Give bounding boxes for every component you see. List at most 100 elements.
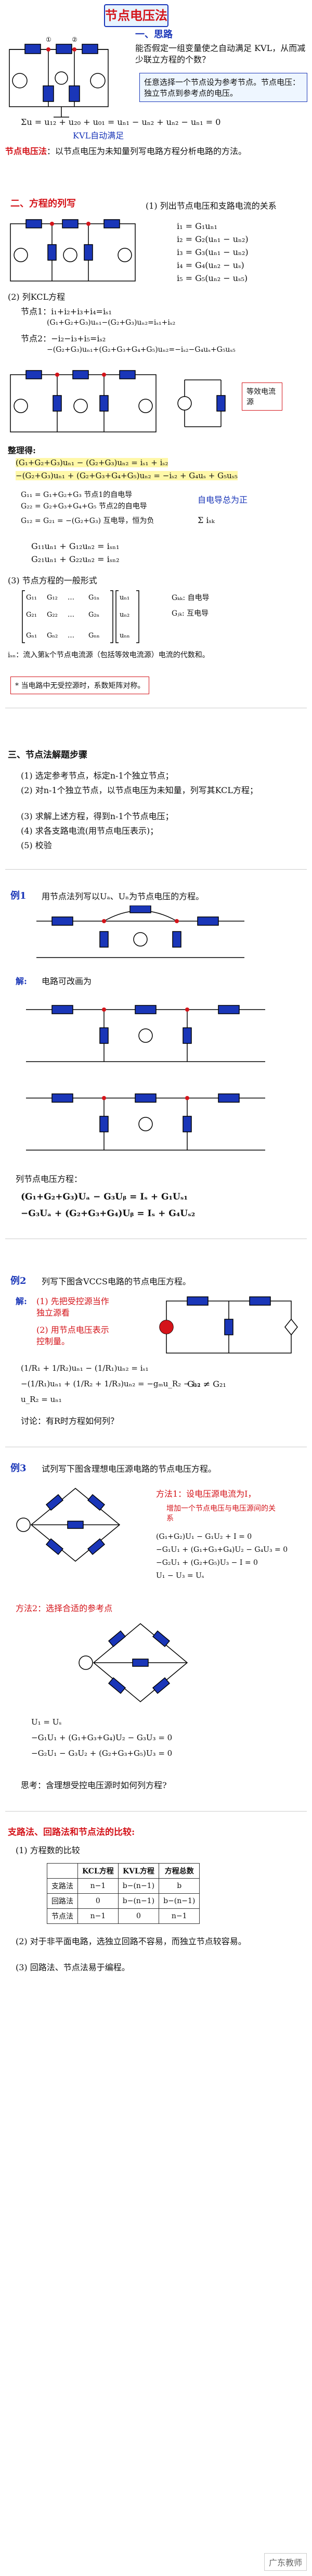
ex1-sol-label: 解: (16, 976, 27, 986)
n1-label: 节点1： (21, 307, 51, 316)
circuit-diagram-3 (10, 370, 157, 432)
table-row: 回路法 0 b−(n−1) b−(n−1) (47, 1893, 200, 1909)
svg-text:uₙ₂: uₙ₂ (120, 611, 129, 619)
gjk-desc: Gⱼₖ: 互电导 (172, 609, 209, 618)
ex2-eq-a: (1/R₁ + 1/R₂)uₙ₁ − (1/R₁)uₙ₂ = iₛ₁ (21, 1363, 149, 1373)
sec2-step2: (2) 列KCL方程 (8, 292, 66, 302)
ex3-circuit-a (16, 1488, 121, 1562)
ex2-eq-c: u_R₂ = uₙ₁ (21, 1395, 62, 1404)
table-cell: b−(n−1) (118, 1893, 160, 1909)
ex2-eq-b: −(1/R₁)uₙ₁ + (1/R₂ + 1/R₃)uₙ₂ = −gₘu_R₂ … (21, 1379, 201, 1388)
n2-eq: −i₂−i₃+i₅=iₛ₂ (51, 334, 106, 343)
sec3-step-1: (1) 选定参考节点，标定n-1个独立节点； (21, 771, 174, 781)
table-cell: n−1 (77, 1878, 119, 1894)
svg-text:…: … (68, 594, 74, 602)
ex3-m1-eq-4: U₁ − U₃ = Uₛ (156, 1572, 204, 1580)
sec3-step-2: (2) 对n-1个独立节点，以节点电压为未知量，列写其KCL方程； (21, 785, 258, 795)
cmp-sub-1: (1) 方程数的比较 (16, 1845, 80, 1855)
rel-1: i₁ = G₁uₙ₁ (177, 221, 217, 231)
rel-5: i₅ = G₅(uₙ₂ − uₛ₅) (177, 273, 248, 283)
table-row: 支路法 n−1 b−(n−1) b (47, 1878, 200, 1894)
ex2-step-1: (1) 先把受控源当作独立源看 (36, 1296, 109, 1318)
svg-text:…: … (68, 632, 74, 640)
sec3-step-5: (5) 校验 (21, 840, 52, 850)
ex3-label: 例3 (10, 1463, 27, 1474)
idea-text: 能否假定一组变量使之自动满足 KVL，从而减少联立方程的个数？ (135, 43, 306, 65)
ex2-sol-label: 解: (16, 1296, 27, 1306)
ex1-circuit-b (26, 1005, 265, 1062)
svg-text:①: ① (46, 36, 51, 43)
ex3-m1-eq-2: −G₁U₁ + (G₁+G₃+G₄)U₂ − G₄U₃ = 0 (156, 1546, 288, 1554)
page-title: 节点电压法 (104, 4, 168, 27)
reference-node-box: 任意选择一个节点设为参考节点。节点电压：独立节点到参考点的电压。 (139, 73, 307, 102)
ex3-m2-eq-3: −G₂U₁ − G₃U₂ + (G₂+G₃+G₅)U₃ = 0 (31, 1749, 173, 1758)
sorted-eq-1: (G₁+G₂+G₃)uₙ₁ − (G₂+G₃)uₙ₂ = iₛ₁ + iₛ₂ (16, 458, 168, 467)
ex3-m2-title: 方法2：选择合适的参考点 (16, 1603, 113, 1613)
comparison-table: KCL方程 KVL方程 方程总数 支路法 n−1 b−(n−1) b 回路法 0… (47, 1863, 200, 1924)
n2-expanded: −(G₂+G₃)uₙ₁+(G₂+G₃+G₄+G₅)uₙ₂=−iₛ₂−G₄uₛ+G… (47, 346, 236, 354)
ex3-m1-desc: 增加一个节点电压与电压源间的关系 (166, 1504, 276, 1523)
g22-desc: 节点2的自电导 (98, 502, 147, 511)
table-header (47, 1863, 78, 1879)
sec3-title: 三、节点法解题步骤 (8, 750, 87, 760)
table-cell: n−1 (159, 1908, 200, 1924)
kvl-auto-label: KVL自动满足 (73, 131, 124, 141)
table-cell: b−(n−1) (118, 1878, 160, 1894)
is-sum: Σ iₛₖ (198, 515, 215, 525)
ex3-m1-title: 方法1：设电压源电流为I， (156, 1489, 256, 1499)
ex3-m2-eq-2: −G₁U₁ + (G₁+G₃+G₄)U₂ − G₃U₃ = 0 (31, 1733, 173, 1742)
equiv-source-diagram (177, 379, 226, 427)
method-label: 节点电压法 (5, 146, 47, 156)
symmetric-note: * 当电路中无受控源时，系数矩阵对称。 (10, 677, 150, 694)
n1-expanded: (G₁+G₂+G₃)uₙ₁−(G₂+G₃)uₙ₂=iₛ₁+iₛ₂ (47, 318, 176, 327)
table-cell: b−(n−1) (159, 1893, 200, 1909)
g12-desc: 互电导，恒为负 (103, 517, 154, 525)
circuit-diagram-2 (10, 219, 136, 282)
rel-3: i₃ = G₃(uₙ₁ − uₙ₂) (177, 247, 249, 257)
isn-desc: iₛₙ：流入第k个节点电流源（包括等效电流源）电流的代数和。 (8, 651, 210, 659)
sec2-title: 二、方程的列写 (10, 198, 76, 209)
n1-eq: i₁+i₂+i₃+i₄=iₛ₁ (51, 307, 112, 316)
table-header: KVL方程 (118, 1863, 160, 1879)
ex2-discuss: 讨论：有R时方程如何列？ (21, 1416, 119, 1426)
ex2-circuit (159, 1296, 298, 1354)
ex1-eq-1: (G₁+G₂+G₃)Uₐ − G₃Uᵦ = Iₛ + G₁Uₛ₁ (21, 1192, 188, 1202)
sorted-eq-2: −(G₂+G₃)uₙ₁ + (G₂+G₃+G₄+G₅)uₙ₂ = −iₛ₂ + … (16, 471, 238, 480)
table-cell: 0 (118, 1908, 160, 1924)
ex2-step-2: (2) 用节点电压表示控制量。 (36, 1325, 109, 1346)
g12-label: G₁₂ = G₂₁ = −(G₂+G₃) (21, 517, 101, 525)
watermark-logo: 广东教师 (264, 2553, 307, 2571)
self-conductance-note: 自电导总为正 (198, 495, 248, 505)
gkk-desc: Gₖₖ: 自电导 (172, 594, 210, 602)
ex1-eq-2: −G₃Uₐ + (G₂+G₃+G₄)Uᵦ = Iₛ + G₄Uₛ₂ (21, 1208, 196, 1219)
ex3-m1-eq-1: (G₁+G₂)U₁ − G₁U₂ + I = 0 (156, 1533, 252, 1541)
std-eq-2: G₂₁uₙ₁ + G₂₂uₙ₂ = iₛₙ₂ (31, 554, 120, 564)
equiv-label: 等效电流源 (242, 382, 282, 411)
ex1-sol-text: 电路可改画为 (42, 976, 92, 986)
divider (5, 1811, 307, 1812)
sec3-step-3: (3) 求解上述方程，得到n-1个节点电压； (21, 811, 174, 821)
svg-text:②: ② (72, 36, 77, 43)
cmp-sub-2: (2) 对于非平面电路，选独立回路不容易，而独立节点较容易。 (16, 1936, 246, 1946)
ex1-label: 例1 (10, 890, 27, 901)
svg-text:Gₙ₂: Gₙ₂ (47, 632, 58, 640)
ex2-label: 例2 (10, 1276, 27, 1286)
rel-2: i₂ = G₂(uₙ₁ − uₙ₂) (177, 234, 249, 244)
n2-label: 节点2： (21, 334, 51, 343)
sec3-step-4: (4) 求各支路电流(用节点电压表示)； (21, 826, 159, 836)
table-cell: 回路法 (47, 1893, 78, 1909)
sec2-step1: (1) 列出节点电压和支路电流的关系 (146, 201, 277, 211)
svg-text:G₁₂: G₁₂ (47, 594, 58, 602)
ex1-text: 用节点法列写以Uₐ、Uₙ为节点电压的方程。 (42, 891, 204, 901)
ex3-circuit-b (79, 1623, 188, 1702)
ex2-asym: G₁₂ ≠ G₂₁ (187, 1379, 226, 1389)
sorted-title: 整理得: (8, 445, 36, 455)
g11-label: G₁₁ = G₁+G₂+G₃ (21, 491, 82, 499)
table-header: KCL方程 (77, 1863, 119, 1879)
table-header: 方程总数 (159, 1863, 200, 1879)
ex3-think: 思考：含理想受控电压源时如何列方程? (21, 1780, 167, 1790)
table-cell: b (159, 1878, 200, 1894)
cmp-title: 支路法、回路法和节点法的比较: (8, 1827, 135, 1838)
ex1-circuit-c (26, 1093, 265, 1151)
svg-text:Gₙₙ: Gₙₙ (88, 632, 100, 640)
